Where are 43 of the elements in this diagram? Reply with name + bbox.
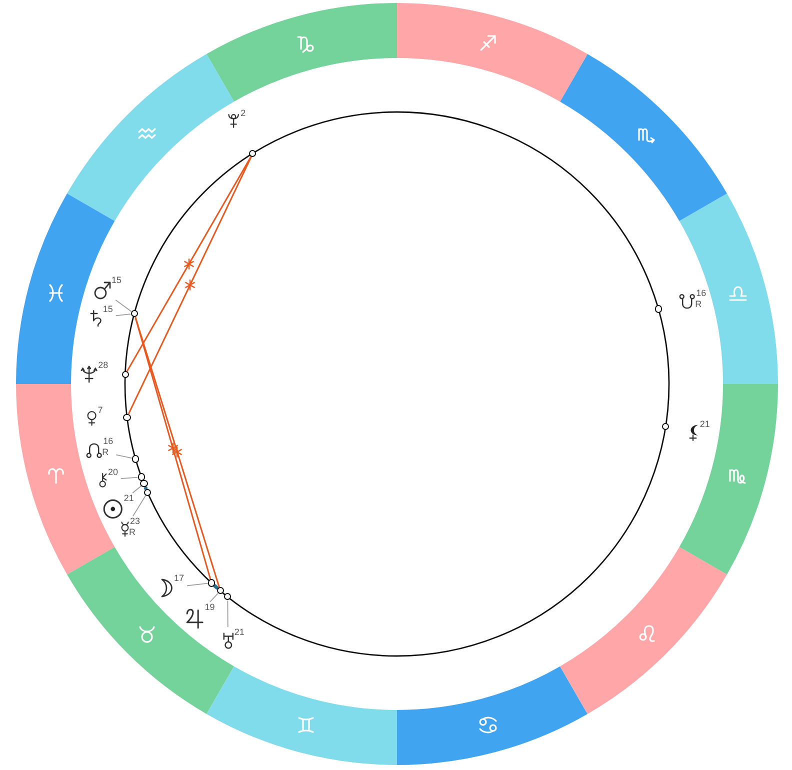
position-marker: [130, 310, 138, 318]
position-marker: [122, 370, 129, 378]
position-marker: [138, 473, 145, 481]
degree-label: 7: [98, 406, 103, 415]
degree-label: 21: [700, 420, 710, 428]
position-marker: [662, 422, 670, 430]
position-marker: [654, 305, 662, 313]
position-marker: [249, 150, 256, 157]
aspect-line: [128, 156, 252, 414]
leader-line: [186, 582, 208, 586]
leader-line: [116, 454, 132, 459]
retrograde-label: R: [129, 528, 136, 537]
position-marker: [144, 488, 152, 496]
degree-label: 16: [696, 289, 706, 298]
position-marker: [216, 587, 224, 594]
degree-label: 21: [234, 628, 244, 637]
degree-label: 15: [112, 276, 122, 285]
degree-label: 19: [204, 603, 215, 612]
leader-line: [120, 476, 138, 480]
degree-label: 2: [240, 109, 246, 118]
leader-line: [132, 486, 142, 494]
position-marker: [140, 480, 148, 488]
degree-label: 15: [102, 305, 113, 314]
retrograde-label: R: [102, 448, 109, 457]
leader-line: [115, 314, 132, 316]
position-marker: [224, 593, 232, 600]
degree-label: 21: [124, 494, 134, 503]
leader-line: [209, 593, 218, 602]
degree-label: 28: [98, 361, 108, 370]
position-marker: [208, 579, 216, 587]
position-marker: [123, 414, 131, 421]
degree-label: 23: [130, 517, 140, 526]
position-marker: [132, 455, 140, 463]
aspect-line: [126, 156, 252, 372]
degree-label: 17: [174, 574, 184, 583]
degree-label: 16: [103, 437, 114, 446]
retrograde-label: R: [695, 300, 702, 309]
leader-line: [227, 600, 228, 628]
leader-line: [132, 495, 146, 516]
aspect-line: [212, 584, 219, 590]
degree-label: 20: [108, 468, 118, 477]
leader-line: [115, 300, 132, 312]
aspect-line: [144, 486, 148, 490]
